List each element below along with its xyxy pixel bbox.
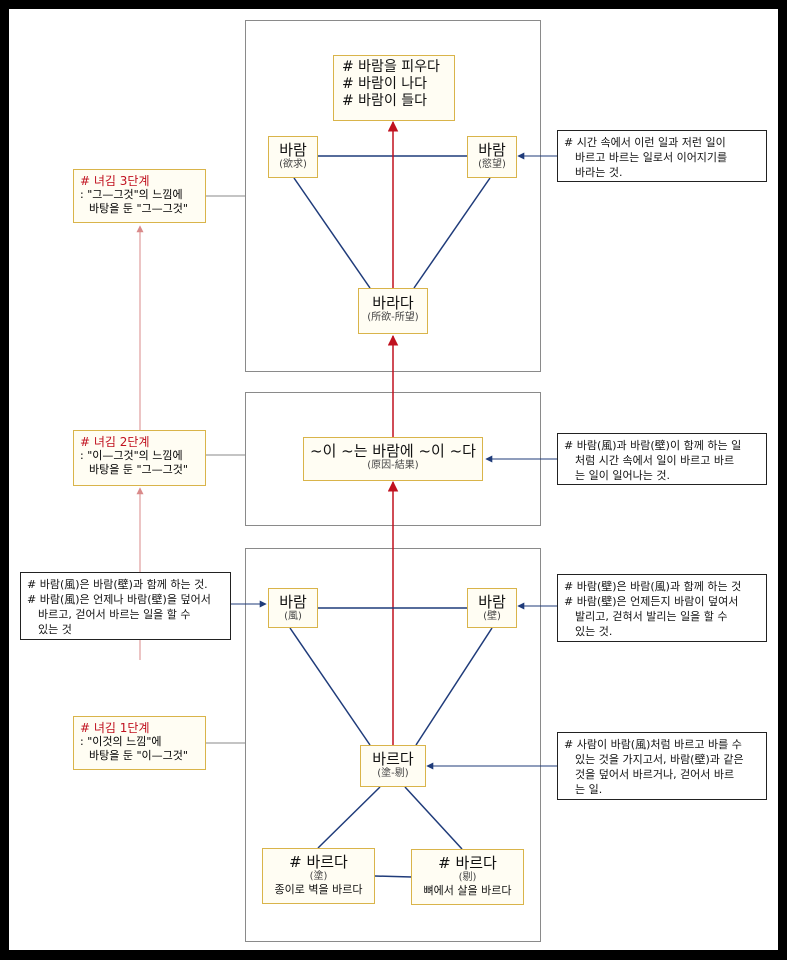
node-sub: (所欲-所望) (367, 312, 419, 323)
note-line: 있는 것을 가지고서, 바람(壁)과 같은 (575, 753, 744, 766)
note-line: # 바람(風)은 언제나 바람(壁)을 덮어서 (27, 593, 211, 606)
node-desc: 뼈에서 살을 바르다 (423, 884, 512, 897)
leaf-link (374, 875, 413, 878)
note-bottom-right: # 바람(壁)은 바람(風)과 함께 하는 것 # 바람(壁)은 언제든지 바람… (557, 574, 767, 642)
node-sub: (塗-剔) (377, 768, 409, 779)
middle-node: ~이 ~는 바람에 ~이 ~다 (原因-結果) (303, 437, 483, 481)
note-line: # 바람(風)과 바람(壁)이 함께 하는 일 (564, 439, 742, 452)
bottom-right-node: 바람 (壁) (467, 588, 517, 628)
node-sub: (風) (284, 611, 302, 622)
stage-line: 바탕을 둔 "그—그것" (89, 463, 188, 476)
note-line: # 시간 속에서 이런 일과 저런 일이 (564, 136, 726, 149)
stage-line: : "이—그것"의 느낌에 (80, 449, 183, 462)
stage-3-box: # 녀김 3단계 : "그—그것"의 느낌에 바탕을 둔 "그—그것" (73, 169, 206, 223)
leaf-right-connector (404, 786, 463, 850)
stage-line: 바탕을 둔 "이—그것" (89, 749, 188, 762)
result-line-2: # 바람이 나다 (342, 76, 428, 92)
note-line: 바르고, 걷어서 바르는 일을 할 수 (38, 608, 191, 621)
node-desc: 종이로 벽을 바르다 (274, 883, 363, 896)
stage-line: : "이것의 느낌"에 (80, 735, 162, 748)
stage-2-box: # 녀김 2단계 : "이—그것"의 느낌에 바탕을 둔 "그—그것" (73, 430, 206, 486)
node-main: 바르다 (372, 750, 414, 768)
top-left-node: 바람 (欲求) (268, 136, 318, 178)
node-main: 바라다 (372, 294, 414, 312)
note-line: # 사람이 바람(風)처럼 바르고 바를 수 (564, 738, 742, 751)
top-right-node: 바람 (慾望) (467, 136, 517, 178)
note-line: 처럼 시간 속에서 일이 바르고 바르 (575, 454, 735, 467)
result-line-3: # 바람이 들다 (342, 93, 428, 109)
node-main: ~이 ~는 바람에 ~이 ~다 (310, 442, 476, 460)
note-bottom-center: # 사람이 바람(風)처럼 바르고 바를 수 있는 것을 가지고서, 바람(壁)… (557, 732, 767, 800)
note-line: # 바람(風)은 바람(壁)과 함께 하는 것. (27, 578, 208, 591)
bottom-center-node: 바르다 (塗-剔) (360, 745, 426, 787)
node-sub: (塗) (309, 871, 328, 882)
node-sub: (壁) (483, 611, 501, 622)
bottom-right-diagonal (415, 627, 493, 746)
leaf-left-node: # 바르다 (塗) 종이로 벽을 바르다 (262, 848, 375, 904)
stage-1-box: # 녀김 1단계 : "이것의 느낌"에 바탕을 둔 "이—그것" (73, 716, 206, 770)
bottom-left-diagonal (289, 627, 371, 746)
top-bottom-node: 바라다 (所欲-所望) (358, 288, 428, 334)
stage-line: : "그—그것"의 느낌에 (80, 188, 183, 201)
note-line: # 바람(壁)은 바람(風)과 함께 하는 것 (564, 580, 742, 593)
node-sub: (欲求) (279, 159, 307, 170)
note-line: 바르고 바르는 일로서 이어지기를 (575, 151, 728, 164)
node-main: 바람 (279, 141, 307, 159)
node-main: # 바르다 (438, 854, 497, 872)
node-main: 바람 (279, 593, 307, 611)
node-main: 바람 (478, 593, 506, 611)
note-line: 바라는 것. (575, 166, 623, 179)
leaf-left-connector (317, 786, 381, 849)
stage-title: # 녀김 1단계 (80, 721, 150, 735)
note-line: # 바람(壁)은 언제든지 바람이 덮여서 (564, 595, 739, 608)
top-result-box: # 바람을 피우다 # 바람이 나다 # 바람이 들다 (333, 55, 455, 121)
top-right-diagonal (413, 177, 491, 289)
bottom-left-node: 바람 (風) (268, 588, 318, 628)
node-sub: (剔) (458, 872, 477, 883)
node-main: 바람 (478, 141, 506, 159)
result-line-1: # 바람을 피우다 (342, 59, 440, 75)
note-line: 있는 것. (575, 625, 613, 638)
note-bottom-left: # 바람(風)은 바람(壁)과 함께 하는 것. # 바람(風)은 언제나 바람… (20, 572, 231, 640)
top-left-diagonal (293, 177, 371, 289)
note-middle: # 바람(風)과 바람(壁)이 함께 하는 일 처럼 시간 속에서 일이 바르고… (557, 433, 767, 485)
note-top: # 시간 속에서 이런 일과 저런 일이 바르고 바르는 일로서 이어지기를 바… (557, 130, 767, 182)
stage-line: 바탕을 둔 "그—그것" (89, 202, 188, 215)
stage-title: # 녀김 3단계 (80, 174, 150, 188)
node-sub: (慾望) (478, 159, 506, 170)
note-line: 발리고, 걷혀서 발리는 일을 할 수 (575, 610, 728, 623)
note-line: 있는 것 (38, 623, 72, 636)
note-line: 것을 덮어서 바르거나, 걷어서 바르 (575, 768, 735, 781)
stage-title: # 녀김 2단계 (80, 435, 150, 449)
note-line: 는 일이 일어나는 것. (575, 469, 670, 482)
note-line: 는 일. (575, 783, 603, 796)
leaf-right-node: # 바르다 (剔) 뼈에서 살을 바르다 (411, 849, 524, 905)
node-main: # 바르다 (289, 853, 348, 871)
node-sub: (原因-結果) (367, 460, 419, 471)
